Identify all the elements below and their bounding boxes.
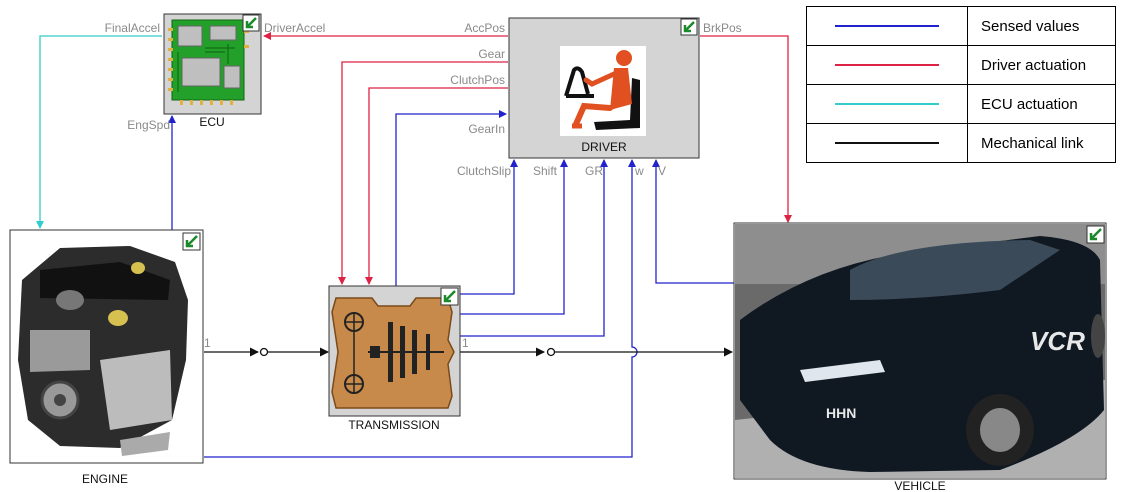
ecu-label: ECU [199, 115, 224, 129]
vehicle-photo: VCR HHN [735, 224, 1105, 478]
mechanical-link-engine-transmission [204, 349, 328, 356]
legend-row-ecu: ECU actuation [807, 85, 1116, 124]
port-v: V [658, 164, 666, 178]
driver-block[interactable]: DRIVER [509, 18, 699, 158]
link-clutch-slip [460, 160, 514, 294]
transmission-block[interactable]: TRANSMISSION [329, 286, 460, 432]
port-shift: Shift [533, 164, 558, 178]
legend-label-mechanical: Mechanical link [968, 124, 1116, 163]
link-brk-pos [700, 36, 788, 222]
gearbox-icon [332, 298, 454, 408]
driver-seat-icon [560, 46, 646, 136]
legend-label-ecu: ECU actuation [968, 85, 1116, 124]
port-final-accel: FinalAccel [105, 21, 160, 35]
link-clutch-pos [369, 88, 508, 284]
link-shift [460, 160, 564, 314]
legend-swatch-mechanical [807, 124, 968, 163]
legend-swatch-sensed [807, 7, 968, 46]
ecu-block[interactable]: ECU [164, 14, 261, 129]
legend-row-mechanical: Mechanical link [807, 124, 1116, 163]
legend-label-driver: Driver actuation [968, 46, 1116, 85]
port-gear: Gear [478, 47, 505, 61]
port-driver-accel: DriverAccel [264, 21, 325, 35]
engine-image [18, 246, 188, 456]
port-acc-pos: AccPos [464, 21, 505, 35]
legend-label-sensed: Sensed values [968, 7, 1116, 46]
legend-swatch-ecu [807, 85, 968, 124]
port-eng-spd: EngSpd [127, 118, 170, 132]
port-trans-out: 1 [462, 336, 469, 350]
link-gr [460, 160, 604, 336]
engine-block[interactable]: ENGINE [10, 230, 203, 486]
mechanical-link-transmission-vehicle [460, 349, 732, 356]
link-gear-in [396, 114, 506, 286]
port-clutch-slip: ClutchSlip [457, 164, 511, 178]
svg-text:HHN: HHN [826, 405, 856, 421]
legend-swatch-driver [807, 46, 968, 85]
port-brk-pos: BrkPos [703, 21, 742, 35]
legend: Sensed values Driver actuation ECU actua… [806, 6, 1116, 163]
transmission-label: TRANSMISSION [348, 418, 439, 432]
vehicle-block[interactable]: VCR HHN VEHICLE [734, 223, 1106, 492]
link-final-accel [40, 36, 162, 228]
port-gr: GR [585, 164, 603, 178]
port-engine-out: 1 [204, 336, 211, 350]
port-clutch-pos: ClutchPos [450, 73, 505, 87]
driver-label: DRIVER [581, 140, 627, 154]
ecu-board-icon [168, 20, 249, 105]
legend-row-sensed: Sensed values [807, 7, 1116, 46]
link-v [656, 160, 734, 283]
port-w: w [634, 164, 644, 178]
svg-text:VCR: VCR [1030, 326, 1085, 356]
port-gear-in: GearIn [468, 122, 505, 136]
legend-row-driver: Driver actuation [807, 46, 1116, 85]
engine-label: ENGINE [82, 472, 128, 486]
vehicle-label: VEHICLE [894, 479, 945, 492]
